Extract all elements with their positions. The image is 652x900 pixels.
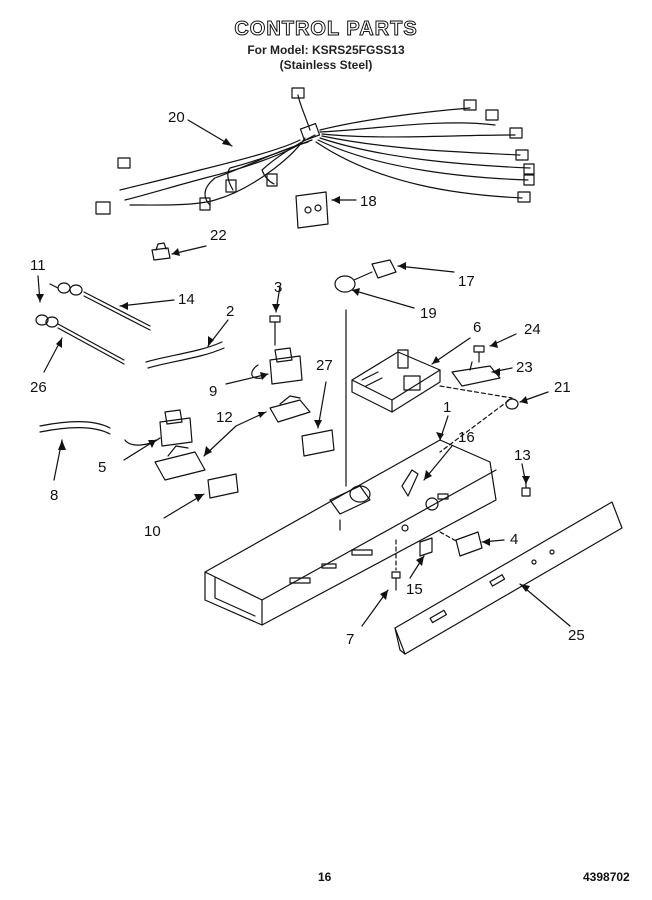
model-line: For Model: KSRS25FGSS13 xyxy=(247,43,405,57)
callout-12: 12 xyxy=(216,409,233,426)
nut-part xyxy=(505,398,519,410)
callout-4: 4 xyxy=(510,531,518,548)
control-part xyxy=(124,409,193,447)
callout-20: 20 xyxy=(168,109,185,126)
callout-21: 21 xyxy=(554,379,571,396)
callout-23: 23 xyxy=(516,359,533,376)
mounting-plate-part xyxy=(295,191,329,229)
control-board-part xyxy=(351,349,441,413)
trim-panel-part xyxy=(394,501,623,655)
callout-22: 22 xyxy=(210,227,227,244)
callout-18: 18 xyxy=(360,193,377,210)
callout-14: 14 xyxy=(178,291,195,308)
label-part-2 xyxy=(207,473,239,499)
page-title: CONTROL PARTS xyxy=(234,18,418,41)
callout-24: 24 xyxy=(524,321,541,338)
callout-13: 13 xyxy=(514,447,531,464)
arrowheads xyxy=(36,138,530,600)
rod-assembly-part xyxy=(35,282,151,365)
callout-2: 2 xyxy=(226,303,234,320)
callout-15: 15 xyxy=(406,581,423,598)
callout-17: 17 xyxy=(458,273,475,290)
callout-27: 27 xyxy=(316,357,333,374)
callout-25: 25 xyxy=(568,627,585,644)
clip-part xyxy=(151,242,171,261)
callout-1: 1 xyxy=(443,399,451,416)
callout-6: 6 xyxy=(473,319,481,336)
label-part xyxy=(301,429,335,457)
callout-7: 7 xyxy=(346,631,354,648)
callout-5: 5 xyxy=(98,459,106,476)
callout-16: 16 xyxy=(458,429,475,446)
callout-8: 8 xyxy=(50,487,58,504)
bracket-part-3 xyxy=(401,469,419,497)
callout-11: 11 xyxy=(30,257,46,274)
switch-part xyxy=(451,361,501,387)
wire-harness-part xyxy=(95,87,535,215)
button-part xyxy=(419,537,433,557)
bracket-part-2 xyxy=(154,445,206,481)
callout-10: 10 xyxy=(144,523,161,540)
bracket-part xyxy=(269,395,311,423)
document-number: 4398702 xyxy=(583,870,630,884)
finish-line: (Stainless Steel) xyxy=(279,58,373,72)
callout-19: 19 xyxy=(420,305,437,322)
thermostat-part xyxy=(251,347,303,385)
switch-part-2 xyxy=(455,531,483,557)
screw-part-2 xyxy=(473,345,485,363)
control-housing-part xyxy=(204,309,497,626)
tube-part xyxy=(145,341,225,369)
callout-numbers: 1 2 3 4 5 6 7 8 9 10 11 12 13 14 15 16 1… xyxy=(30,109,585,648)
screw-part xyxy=(269,315,281,346)
tube-part-2 xyxy=(39,421,111,435)
callout-3: 3 xyxy=(274,279,282,296)
screw-part-4 xyxy=(391,539,401,591)
page-number: 16 xyxy=(318,870,332,884)
lamp-part xyxy=(334,259,397,293)
callout-26: 26 xyxy=(30,379,47,396)
callout-9: 9 xyxy=(209,383,217,400)
